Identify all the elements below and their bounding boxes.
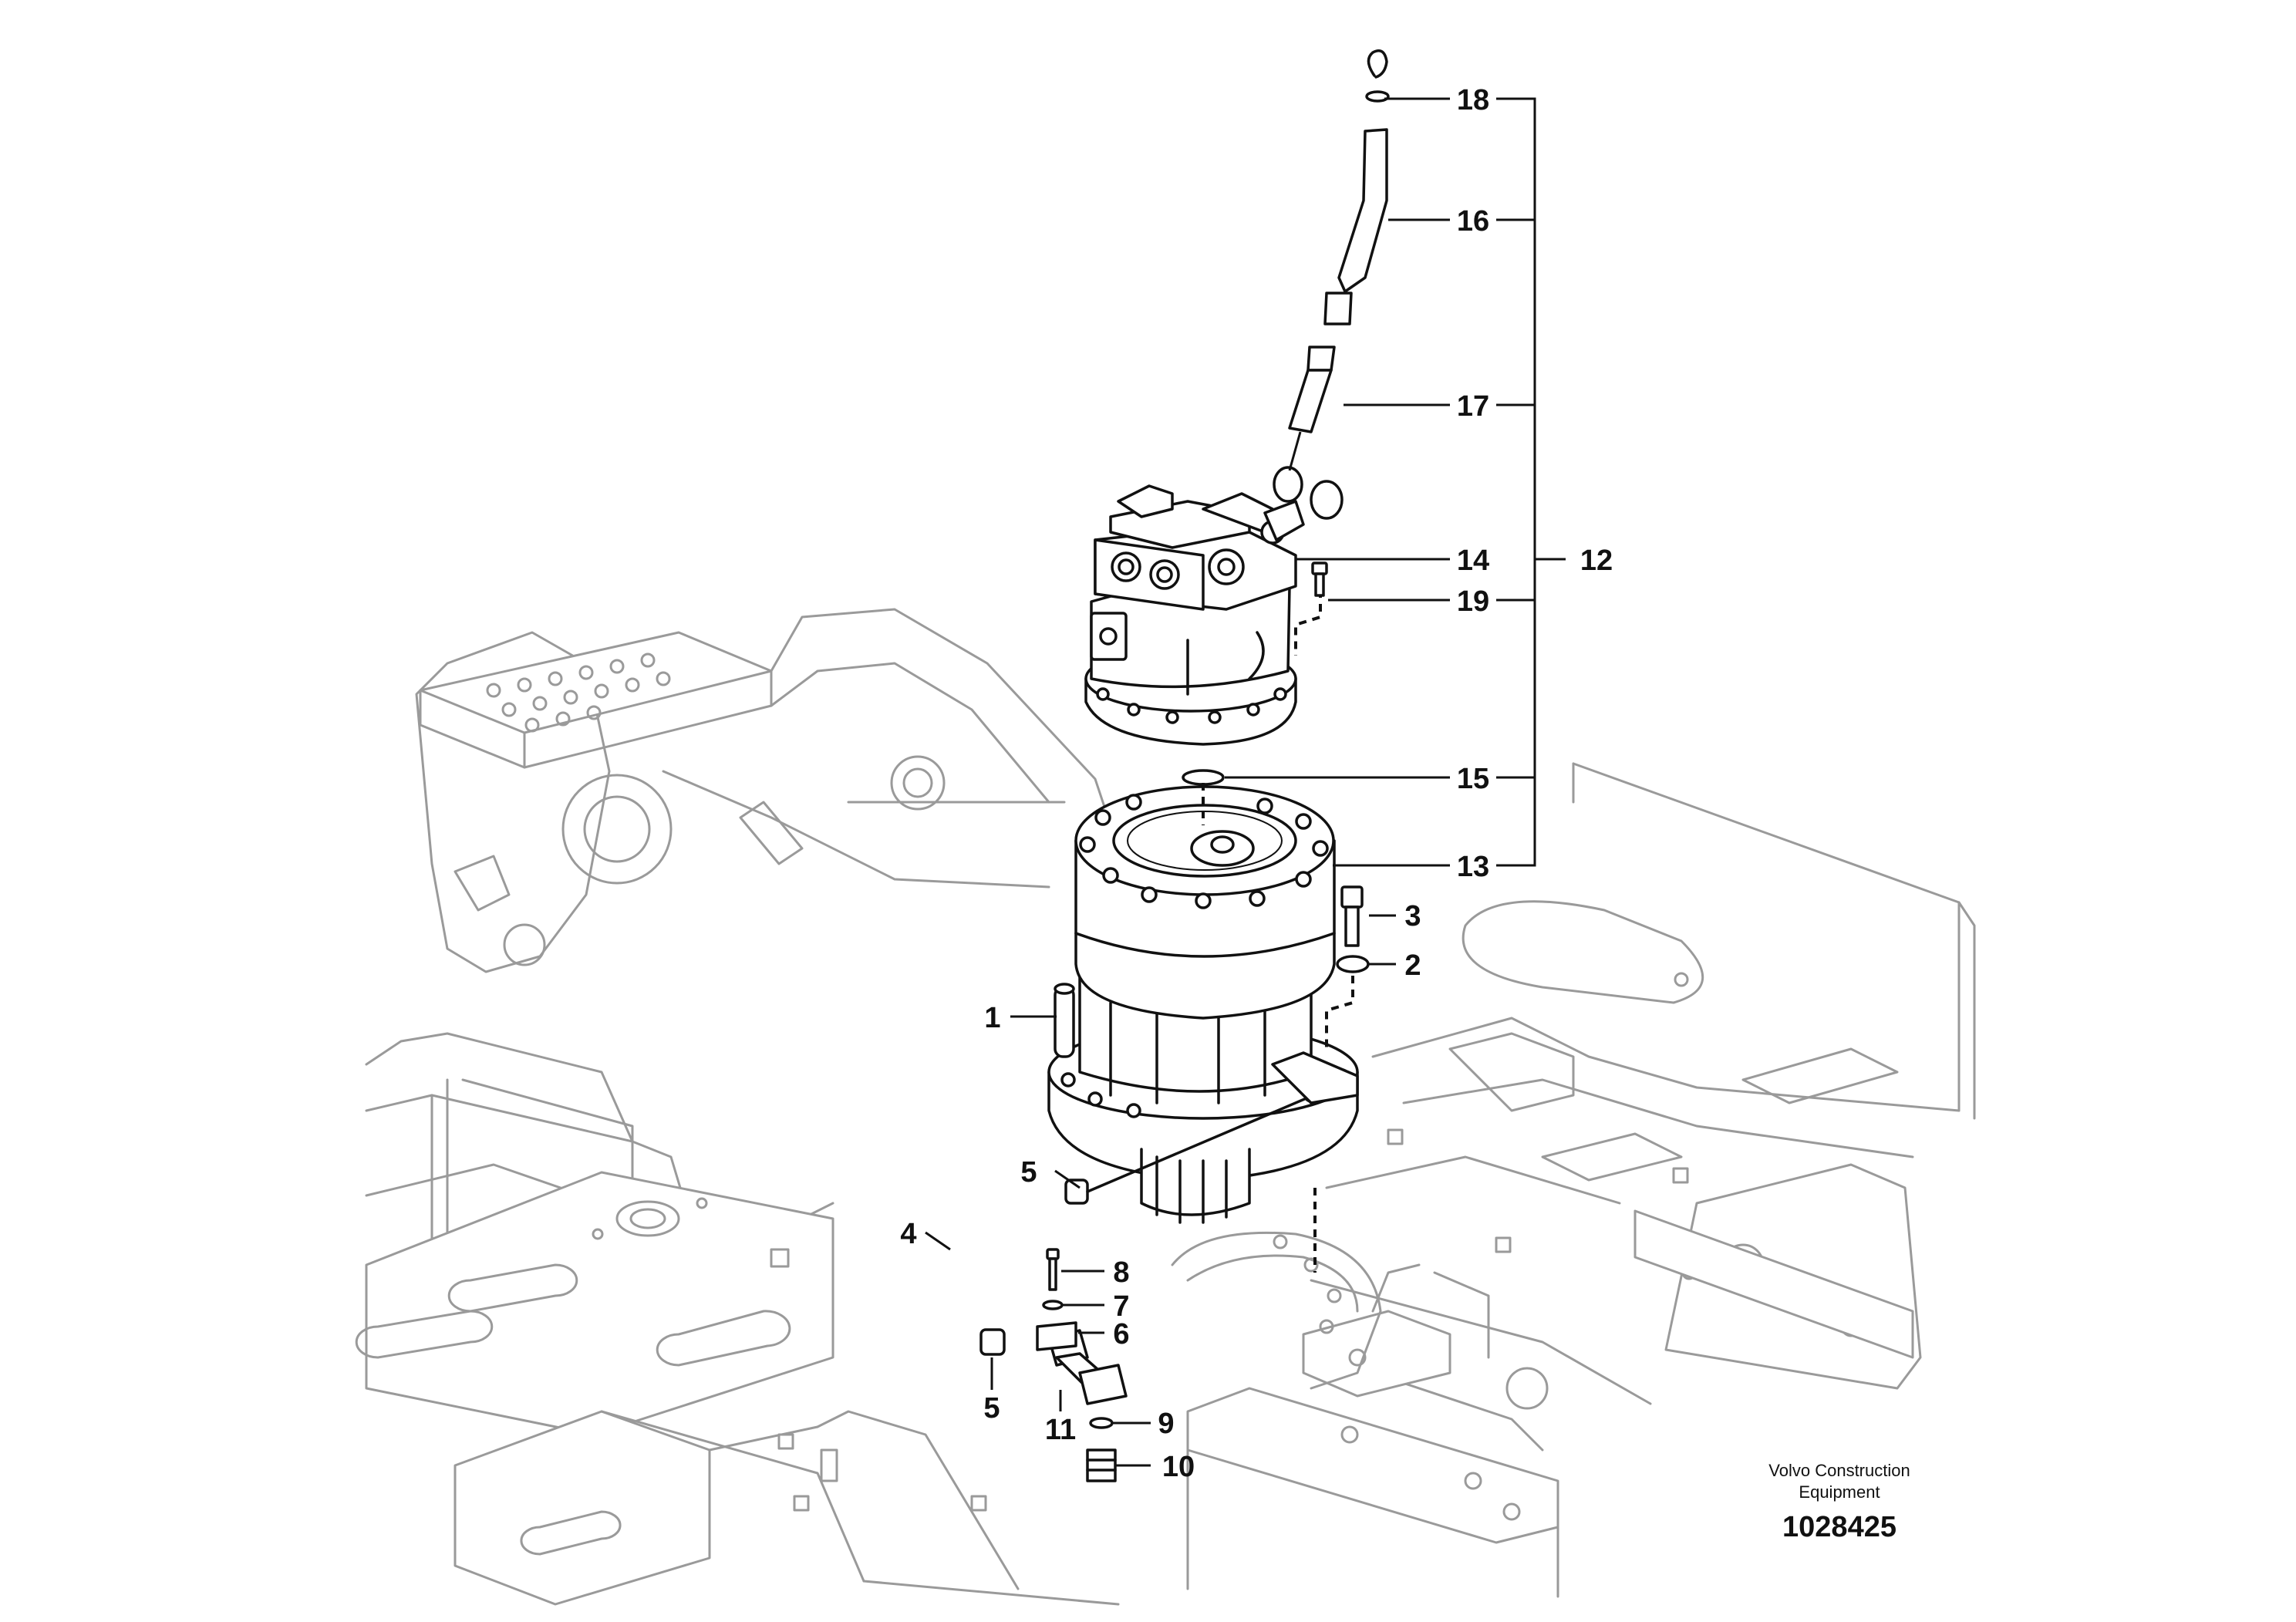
o-ring [1182,769,1225,786]
upper-frame-background [415,608,1128,973]
callout-13: 13 [1457,851,1489,883]
callout-labels: 1 2 3 4 5 5 6 7 8 9 10 11 12 13 14 15 16… [900,84,1613,1483]
callout-15: 15 [1457,763,1489,795]
company-line-1: Volvo Construction [1768,1461,1910,1480]
swing-ring-opening [1171,1231,1382,1390]
leader-lines [925,97,1566,1467]
callout-19: 19 [1457,585,1489,618]
callout-9: 9 [1158,1408,1174,1440]
callout-5-upper: 5 [1020,1156,1037,1189]
dowel-pin [1054,983,1075,1058]
dipstick-assembly [1288,49,1390,471]
flange-screw [1311,561,1328,597]
swing-gearbox [1047,785,1359,1224]
callout-10: 10 [1162,1451,1195,1483]
callout-11: 11 [1045,1414,1076,1446]
lower-frame-left-background [355,1032,1120,1606]
callout-7: 7 [1113,1290,1129,1323]
swing-motor [1084,466,1344,746]
figure-footer: Volvo Construction Equipment 1028425 [1768,1461,1910,1543]
lower-frame-right-background [1186,762,1976,1598]
gearbox-top-bolts [1079,794,1329,909]
bolt-assembly-path [1325,976,1354,1049]
company-line-2: Equipment [1799,1482,1880,1502]
washer [1336,955,1370,973]
mounting-bolt [1340,885,1364,947]
callout-5-lower: 5 [983,1392,1000,1425]
callout-6: 6 [1113,1318,1129,1351]
callout-8: 8 [1113,1256,1129,1289]
callout-14: 14 [1457,545,1489,577]
callout-2: 2 [1404,949,1421,982]
callout-4: 4 [900,1218,916,1250]
callout-18: 18 [1457,84,1489,116]
callout-3: 3 [1404,900,1421,932]
callout-17: 17 [1457,390,1489,423]
callout-1: 1 [984,1002,1000,1034]
drain-hose-assembly [919,1051,1359,1482]
step-plate-holes [486,653,671,733]
callout-12: 12 [1580,545,1613,577]
screw-assembly-path [1294,590,1322,656]
motor-flange-bolts [1096,687,1287,724]
figure-number: 1028425 [1782,1511,1896,1543]
callout-16: 16 [1457,205,1489,238]
